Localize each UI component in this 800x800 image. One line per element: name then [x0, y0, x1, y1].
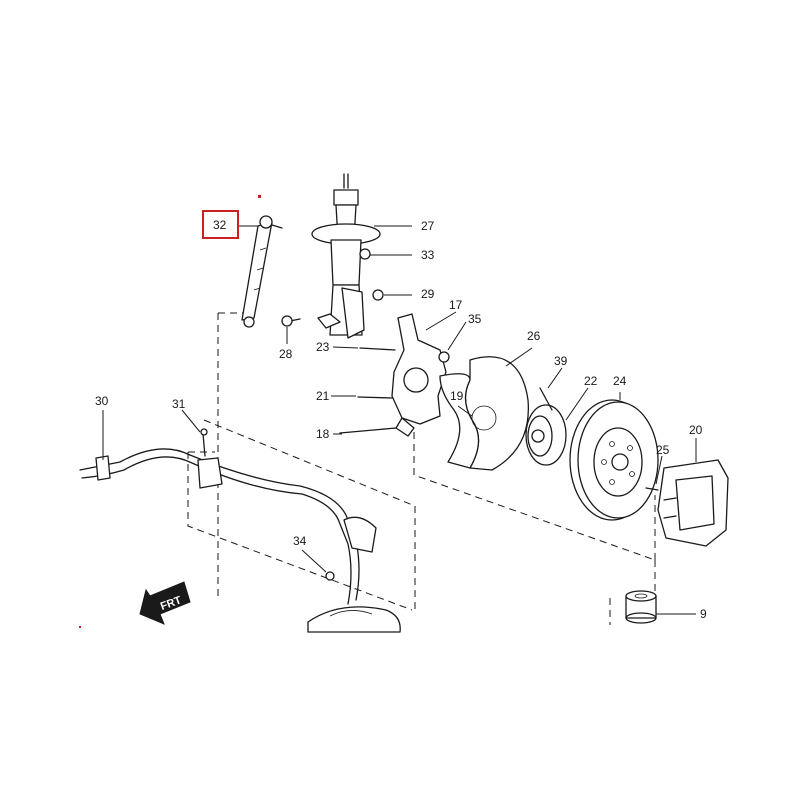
steering-knuckle: [339, 313, 450, 437]
callout-26[interactable]: 26: [527, 329, 541, 343]
strut-assembly: [281, 173, 384, 339]
callout-31[interactable]: 31: [172, 397, 186, 411]
callout-24[interactable]: 24: [613, 374, 627, 388]
front-direction-marker: FRT: [139, 581, 191, 625]
lower-control-arm-partial: [307, 606, 401, 633]
brake-disc: [569, 399, 659, 521]
callout-30[interactable]: 30: [95, 394, 109, 408]
callout-32[interactable]: 32: [213, 218, 227, 232]
callout-23[interactable]: 23: [316, 340, 330, 354]
callout-35[interactable]: 35: [468, 312, 482, 326]
callout-34[interactable]: 34: [293, 534, 307, 548]
brake-caliper: [657, 459, 729, 547]
callout-17[interactable]: 17: [449, 298, 463, 312]
bushing: [625, 590, 657, 624]
callout-18[interactable]: 18: [316, 427, 330, 441]
brake-dust-shield: [439, 356, 530, 471]
wheel-hub: [525, 387, 567, 466]
callout-22[interactable]: 22: [584, 374, 598, 388]
stabilizer-link: [241, 215, 283, 328]
highlight-box: [202, 210, 239, 239]
callout-9[interactable]: 9: [700, 607, 707, 621]
callout-28[interactable]: 28: [279, 347, 293, 361]
red-dot-marker: [258, 195, 261, 198]
callout-20[interactable]: 20: [689, 423, 703, 437]
page-corner-mark: [79, 626, 81, 628]
callout-27[interactable]: 27: [421, 219, 435, 233]
callout-21[interactable]: 21: [316, 389, 330, 403]
callout-39[interactable]: 39: [554, 354, 568, 368]
assembly-guide-lines: [187, 312, 656, 625]
callout-33[interactable]: 33: [421, 248, 435, 262]
callout-labels: 32 27 33 29 17 35 28 23 26 39 22 24 21 1…: [95, 218, 707, 621]
callout-25[interactable]: 25: [656, 443, 670, 457]
arrow-down-left-icon: [139, 581, 191, 625]
callout-19[interactable]: 19: [450, 389, 464, 403]
stabilizer-bar: [79, 428, 377, 605]
callout-29[interactable]: 29: [421, 287, 435, 301]
leader-lines: [102, 225, 697, 615]
